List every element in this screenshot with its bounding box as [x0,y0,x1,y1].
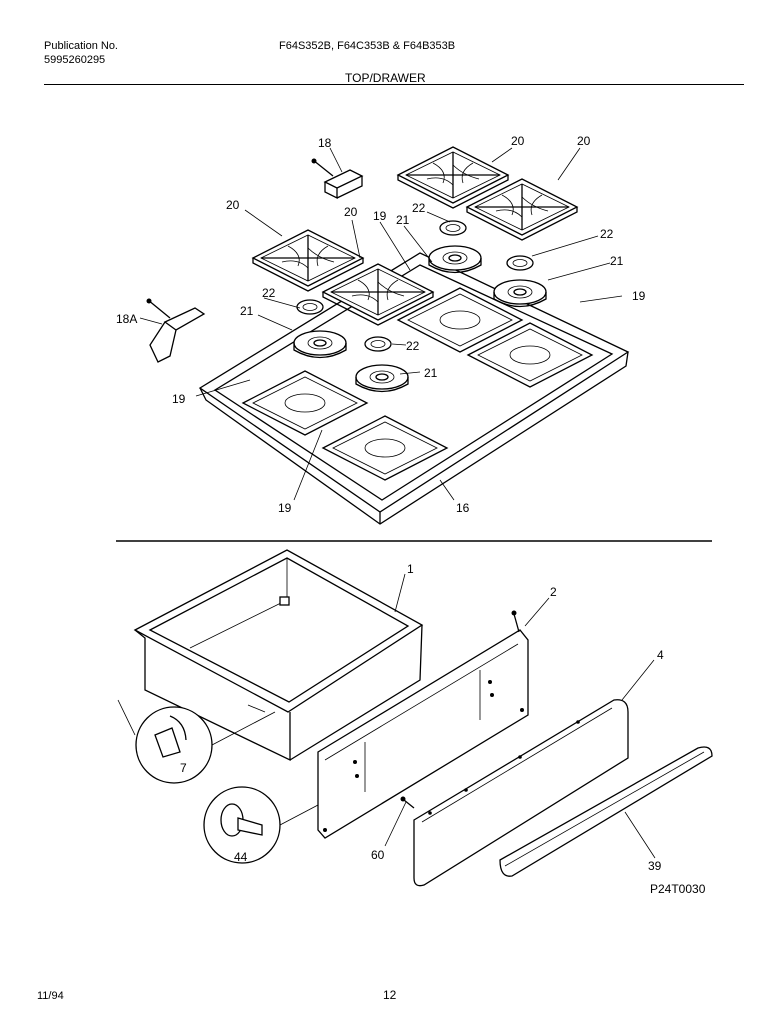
callout-44: 44 [234,850,248,864]
drawer-body [133,549,424,762]
callout-60: 60 [371,848,385,862]
publication-number: 5995260295 [44,54,106,66]
drawer-front-panel [317,629,529,839]
callout-39: 39 [648,859,662,873]
detail-44 [203,786,319,864]
callout-22-right: 22 [600,227,614,241]
callout-2: 2 [550,585,557,599]
drawer-handle [499,746,713,877]
screw-60 [400,796,415,809]
drawer-outer-panel [413,699,629,887]
callout-4: 4 [657,648,664,662]
footer-page-number: 12 [383,988,397,1002]
callout-19-top: 19 [373,209,387,223]
burner-front-left [293,330,347,359]
publication-label: Publication No. [44,40,118,52]
drawer-leaders [384,573,656,859]
callout-18: 18 [318,136,332,150]
bracket-18 [311,158,364,200]
ring-rear-right [506,255,534,271]
callout-19-bottom: 19 [278,501,292,515]
screw-2 [511,610,520,633]
header-rule [44,84,744,85]
cooktop-assembly [146,146,630,525]
section-title: TOP/DRAWER [345,71,426,85]
footer-date: 11/94 [37,990,64,1002]
callout-7: 7 [180,761,187,775]
bracket-18a [146,298,206,363]
callout-19-left: 19 [172,392,186,406]
burner-rear-right [493,279,547,308]
detail-7 [117,699,276,784]
top-leaders [139,147,623,501]
callout-1: 1 [407,562,414,576]
callout-20-front-left: 20 [226,198,240,212]
ring-front-left [296,299,324,315]
callout-21-left: 21 [240,304,254,318]
burner-rear-left [428,245,482,274]
callout-22-top: 22 [412,201,426,215]
callout-16: 16 [456,501,470,515]
callout-22-left: 22 [262,286,276,300]
callout-21-center: 21 [424,366,438,380]
ring-rear-left [439,220,467,236]
callout-22-center: 22 [406,339,420,353]
callout-21-top: 21 [396,213,410,227]
ring-front-right [364,336,392,352]
model-numbers: F64S352B, F64C353B & F64B353B [279,40,456,52]
callout-21-right: 21 [610,254,624,268]
callout-20-rear-right: 20 [577,134,591,148]
callout-19-right: 19 [632,289,646,303]
callout-18a: 18A [116,312,137,326]
callout-20-rear-left: 20 [511,134,525,148]
burner-front-right [355,364,409,393]
callout-20-front-right: 20 [344,205,358,219]
drawing-code: P24T0030 [650,882,706,896]
